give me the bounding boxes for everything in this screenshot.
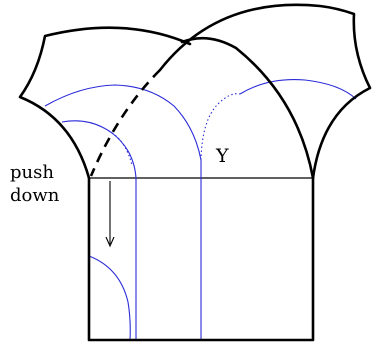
right-big-arc bbox=[180, 36, 315, 180]
square-walls bbox=[87, 176, 315, 342]
down-label: down bbox=[10, 185, 60, 206]
lower-left-quarter-arc bbox=[88, 255, 131, 341]
left-wing bbox=[18, 26, 192, 180]
top-overlap-arc bbox=[158, 3, 372, 180]
push-label: push bbox=[10, 162, 54, 183]
right-arch bbox=[239, 79, 357, 100]
inner-arch-dotted bbox=[111, 132, 133, 166]
outline bbox=[18, 3, 372, 342]
left-inner-arch bbox=[61, 120, 137, 340]
left-large-arch bbox=[44, 84, 202, 340]
region-label-y: Y bbox=[215, 145, 229, 167]
right-arch-dotted bbox=[200, 93, 241, 161]
blue-curves bbox=[44, 79, 357, 341]
push-down-arrow bbox=[105, 181, 115, 248]
